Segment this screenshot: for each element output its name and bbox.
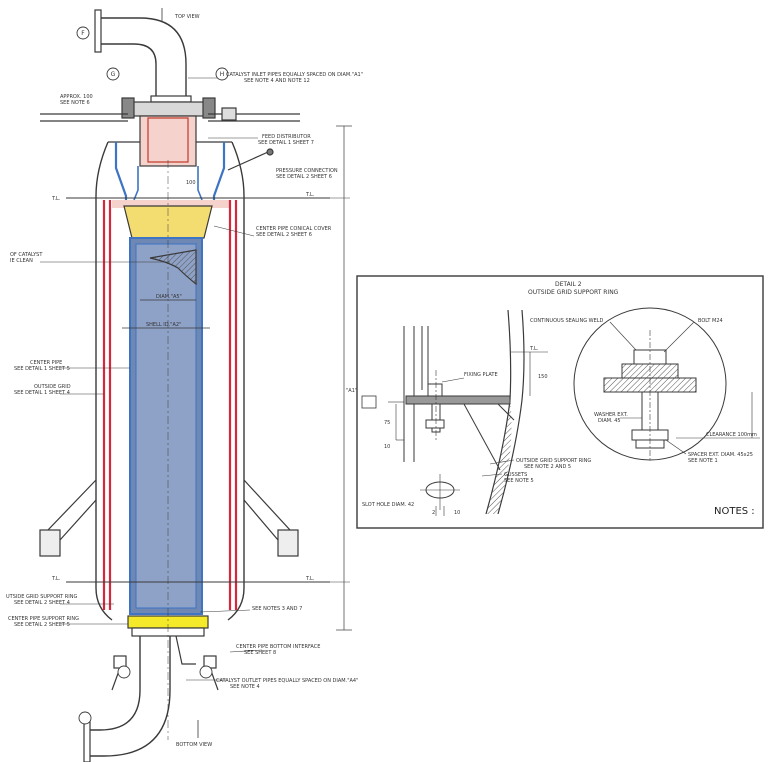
inlet-pipes-label: CATALYST INLET PIPES EQUALLY SPACED ON D…	[226, 72, 363, 78]
dim-75-label: 75	[384, 420, 390, 426]
pressure-connection-label: PRESSURE CONNECTION	[276, 168, 338, 174]
top-view-label: TOP VIEW	[174, 14, 200, 20]
center-pipe-bottom-detail: SEE SHEET 8	[244, 650, 276, 656]
shell-id-label: SHELL ID."A2"	[146, 322, 181, 328]
detail-title: DETAIL 2	[555, 281, 582, 288]
support-ring-label: OUTSIDE GRID SUPPORT RING	[516, 458, 591, 464]
center-pipe-label: CENTER PIPE	[30, 360, 62, 366]
slot-hole-label: SLOT HOLE DIAM. 42	[362, 502, 414, 508]
top-of-catalyst-label: OF CATALYST	[10, 252, 43, 258]
nozzle-tags	[76, 26, 229, 725]
outside-grid-support-ring-label: UTSIDE GRID SUPPORT RING	[6, 594, 77, 600]
detail-tl-label: T.L.	[529, 346, 539, 352]
top-of-catalyst-label-2: IE CLEAN	[10, 258, 33, 264]
gussets-note-label: SEE NOTE 5	[504, 478, 534, 484]
pressure-connection-detail: SEE DETAIL 2 SHEET 6	[276, 174, 332, 180]
detail-2-panel: DETAIL 2 OUTSIDE GRID SUPPORT RING CONTI…	[356, 275, 764, 529]
outside-grid-support-ring-detail: SEE DETAIL 2 SHEET 4	[14, 600, 70, 606]
top-inlet-elbow	[94, 9, 192, 103]
dim-100-label: 100	[186, 180, 196, 186]
center-pipe-conical-detail: SEE DETAIL 2 SHEET 6	[256, 232, 312, 238]
outside-grid-left	[102, 200, 112, 610]
dim-10-label: 10	[454, 510, 460, 516]
nozzle-label-f: F	[81, 30, 85, 37]
gussets-label: GUSSETS	[504, 472, 527, 478]
diam-a5-label: DIAM."A5"	[156, 294, 182, 300]
dim-150-label: 150	[538, 374, 548, 380]
top-flange-bolt-left	[121, 97, 135, 119]
dim-2-label: 2	[432, 510, 435, 516]
center-pipe-support-ring-label: CENTER PIPE SUPPORT RING	[8, 616, 79, 622]
dim-10b-label: 10	[384, 444, 390, 450]
detail-subtitle: OUTSIDE GRID SUPPORT RING	[528, 289, 619, 296]
conical-cover	[123, 205, 213, 239]
continuous-weld-label: CONTINUOUS SEALING WELD	[530, 318, 604, 324]
vessel-elevation	[39, 8, 352, 762]
top-flange-bolt-right	[202, 97, 216, 119]
feed-distributor-label: FEED DISTRIBUTOR	[262, 134, 311, 140]
outside-grid-right	[228, 200, 238, 610]
feed-distributor-detail: SEE DETAIL 1 SHEET 7	[258, 140, 314, 146]
tl-bottom-right: T.L.	[305, 576, 315, 582]
outer-shell	[95, 141, 245, 621]
spacer-note-label: SEE NOTE 1	[688, 458, 718, 464]
nozzle-tag-h	[215, 67, 229, 81]
tl-top-left: T.L.	[51, 196, 61, 202]
outlet-pipes-note: SEE NOTE 4	[230, 684, 260, 690]
bottom-view-label: BOTTOM VIEW	[176, 742, 212, 748]
notes-label: NOTES :	[714, 506, 755, 517]
center-pipe-bottom-label: CENTER PIPE BOTTOM INTERFACE	[236, 644, 320, 650]
nozzle-label-h: H	[220, 71, 225, 78]
nozzle-label-g: G	[111, 71, 116, 78]
clearance-label: CLEARANCE 100mm	[706, 432, 757, 438]
dim-a1-label: "A1"	[346, 388, 357, 394]
nozzle-tag-bottom-left	[117, 665, 131, 679]
see-note-6-label: SEE NOTE 6	[60, 100, 90, 106]
nozzle-tag-f	[76, 26, 90, 40]
nozzle-tag-bottom-f	[78, 711, 92, 725]
approx-label: APPROX. 100	[60, 94, 93, 100]
tl-bottom-left: T.L.	[51, 576, 61, 582]
bolt-label: BOLT M24	[698, 318, 723, 324]
tl-top-right: T.L.	[305, 192, 315, 198]
top-flange	[127, 101, 209, 117]
washer-diam-label: DIAM. 45	[598, 418, 621, 424]
fixing-plate-label: FIXING PLATE	[464, 372, 498, 378]
center-pipe-detail: SEE DETAIL 1 SHEET 5	[14, 366, 70, 372]
washer-label: WASHER EXT.	[594, 412, 628, 418]
center-pipe-support-ring-detail: SEE DETAIL 2 SHEET 5	[14, 622, 70, 628]
top-chamber	[139, 115, 197, 167]
inlet-pipes-note: SEE NOTE 4 AND NOTE 12	[244, 78, 310, 84]
nozzle-tag-bottom-right	[199, 665, 213, 679]
outlet-pipes-label: CATALYST OUTLET PIPES EQUALLY SPACED ON …	[216, 678, 358, 684]
outside-grid-label: OUTSIDE GRID	[34, 384, 71, 390]
spacer-label: SPACER EXT. DIAM. 45x25	[688, 452, 753, 458]
see-notes-3-7-label: SEE NOTES 3 AND 7	[252, 606, 302, 612]
outside-grid-detail: SEE DETAIL 1 SHEET 4	[14, 390, 70, 396]
nozzle-tag-g	[106, 67, 120, 81]
center-pipe-conical-label: CENTER PIPE CONICAL COVER	[256, 226, 332, 232]
support-ring-note-label: SEE NOTE 2 AND 5	[524, 464, 571, 470]
